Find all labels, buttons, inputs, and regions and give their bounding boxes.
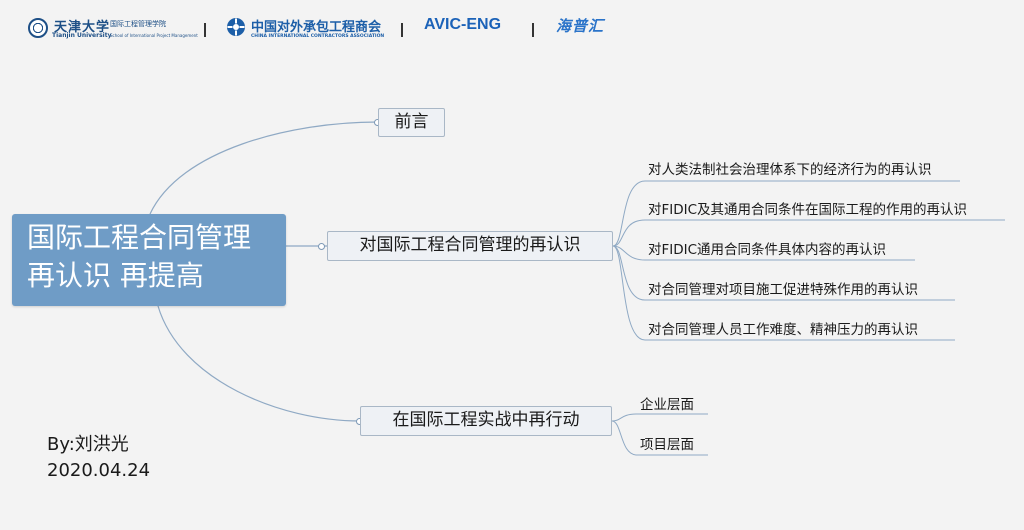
- connector-recognize-child-4: [612, 245, 955, 301]
- author-date: 2020.04.24: [47, 460, 151, 481]
- subtopic-item[interactable]: 对人类法制社会治理体系下的经济行为的再认识: [648, 162, 932, 178]
- branch-preface[interactable]: 前言: [378, 108, 445, 137]
- chinca-emblem-icon: [227, 18, 245, 36]
- connector-root-action: [157, 305, 361, 422]
- tju-school-cn: 国际工程管理学院: [110, 20, 166, 28]
- logo-separator: [532, 23, 534, 37]
- connector-recognize-child-1: [612, 180, 960, 247]
- root-topic-line-2: 再认识 再提高: [27, 259, 204, 292]
- subtopic-item[interactable]: 企业层面: [640, 397, 694, 413]
- connector-recognize-child-5: [612, 245, 955, 341]
- tju-name-cn: 天津大学: [54, 20, 111, 35]
- subtopic-item[interactable]: 对FIDIC通用合同条件具体内容的再认识: [648, 242, 887, 258]
- author-block: By:刘洪光 2020.04.24: [47, 432, 150, 484]
- logo-separator: [204, 23, 206, 37]
- chinca-logo: 中国对外承包工程商会 CHINA INTERNATIONAL CONTRACTO…: [226, 14, 391, 44]
- header-logo-bar: 天津大学 Tianjin University 国际工程管理学院 School …: [0, 14, 1024, 44]
- chinca-name-en: CHINA INTERNATIONAL CONTRACTORS ASSOCIAT…: [251, 34, 385, 39]
- subtopic-item[interactable]: 对FIDIC及其通用合同条件在国际工程的作用的再认识: [648, 202, 968, 218]
- tju-name-en: Tianjin University: [52, 32, 112, 39]
- haipuhui-logo: 海普汇: [556, 17, 605, 35]
- connector-action-child-1: [611, 413, 708, 422]
- tianjin-university-logo: 天津大学 Tianjin University 国际工程管理学院 School …: [28, 14, 198, 44]
- subtopic-item[interactable]: 项目层面: [640, 437, 694, 453]
- chinca-name-cn: 中国对外承包工程商会: [251, 20, 382, 35]
- connector-root-preface: [149, 121, 379, 215]
- root-topic-line-1: 国际工程合同管理: [27, 221, 252, 254]
- author-name: By:刘洪光: [47, 434, 129, 455]
- subtopic-item[interactable]: 对合同管理对项目施工促进特殊作用的再认识: [648, 282, 918, 298]
- connector-recognize-child-2: [612, 219, 1005, 247]
- connector-recognize-child-3: [612, 245, 915, 261]
- branch-recognize[interactable]: 对国际工程合同管理的再认识: [327, 231, 613, 261]
- tju-school-en: School of International Project Manageme…: [110, 33, 198, 38]
- mindmap-root-topic[interactable]: 国际工程合同管理 再认识 再提高: [12, 214, 286, 306]
- collapse-toggle-icon[interactable]: [318, 243, 325, 250]
- avic-eng-logo: AVIC-ENG: [424, 16, 502, 33]
- connector-action-child-2: [611, 420, 708, 456]
- branch-action[interactable]: 在国际工程实战中再行动: [360, 406, 612, 436]
- logo-separator: [401, 23, 403, 37]
- tianjin-university-emblem-icon: [28, 18, 48, 38]
- subtopic-item[interactable]: 对合同管理人员工作难度、精神压力的再认识: [648, 322, 918, 338]
